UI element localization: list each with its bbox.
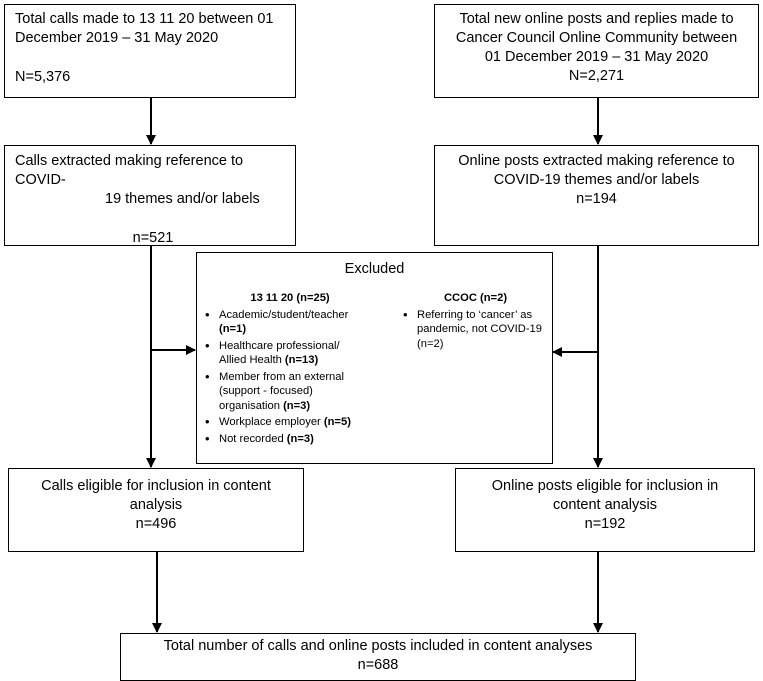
right-box2-line2: COVID-19 themes and/or labels: [493, 172, 700, 188]
excluded-col-13-11-20: 13 11 20 (n=25) Academic/student/teacher…: [205, 291, 395, 448]
excluded-item-text: Member from an external: [219, 370, 344, 383]
left-box2-line1: Calls extracted making reference to COVI…: [15, 153, 244, 188]
excluded-item-cancer-pandemic: Referring to ‘cancer’ as pandemic, not C…: [403, 308, 548, 352]
left-box1-count: N=5,376: [15, 69, 71, 85]
excluded-item-text: Academic/student/teacher: [219, 308, 349, 321]
excluded-item-count: (n=3): [283, 399, 311, 412]
right-box3-line2: content analysis: [553, 497, 657, 513]
left-box1-line2: December 2019 – 31 May 2020: [15, 30, 219, 46]
excluded-item-text: Healthcare professional/: [219, 339, 340, 352]
excluded-item-external-org: Member from an external (support - focus…: [205, 370, 395, 414]
right-box-extracted: Online posts extracted making reference …: [434, 145, 759, 246]
total-count: n=688: [357, 657, 399, 673]
total-line1: Total number of calls and online posts i…: [163, 638, 593, 654]
left-box1-line1: Total calls made to 13 11 20 between 01: [15, 11, 274, 27]
right-box1-line1: Total new online posts and replies made …: [459, 11, 734, 27]
excluded-title: Excluded: [344, 261, 405, 277]
excluded-item-not-recorded: Not recorded (n=3): [205, 432, 395, 447]
excluded-item-count: (n=13): [284, 354, 319, 366]
excluded-item-count: (n=1): [219, 323, 247, 335]
excluded-item-text: Workplace employer (n=5): [219, 416, 351, 428]
left-box-eligible: Calls eligible for inclusion in content …: [8, 468, 304, 552]
left-box-total-calls: Total calls made to 13 11 20 between 01 …: [4, 4, 296, 98]
flow-arrows: [146, 97, 603, 633]
excluded-col2-heading: CCOC (n=2): [443, 292, 508, 304]
excluded-item-text: Not recorded (n=3): [219, 432, 314, 445]
excluded-item-count: (n=5): [323, 416, 351, 428]
excluded-col2-list: Referring to ‘cancer’ as pandemic, not C…: [403, 308, 548, 352]
left-box2-count: n=521: [132, 230, 174, 246]
excluded-item-count: (n=3): [286, 432, 314, 445]
excluded-item-text: (support - focused): [219, 385, 313, 397]
excluded-item-workplace: Workplace employer (n=5): [205, 415, 395, 430]
right-box-total-posts: Total new online posts and replies made …: [434, 4, 759, 98]
left-box2-line2: 19 themes and/or labels: [105, 191, 260, 207]
excluded-item-text: organisation (n=3): [219, 399, 311, 412]
left-box3-line2: analysis: [129, 497, 183, 513]
left-box-extracted: Calls extracted making reference to COVI…: [4, 145, 296, 246]
right-box2-count: n=194: [576, 191, 617, 207]
right-box3-count: n=192: [584, 516, 626, 532]
excluded-item-text: pandemic, not COVID-19: [417, 323, 542, 335]
excluded-col-ccoc: CCOC (n=2) Referring to ‘cancer’ as pand…: [403, 291, 548, 353]
right-box1-count: N=2,271: [568, 68, 625, 84]
excluded-col1-list: Academic/student/teacher (n=1) Healthcar…: [205, 308, 395, 447]
excluded-item-academic: Academic/student/teacher (n=1): [205, 308, 395, 337]
right-box1-line2: Cancer Council Online Community between: [455, 30, 738, 46]
total-box: Total number of calls and online posts i…: [120, 633, 636, 681]
left-box3-count: n=496: [135, 516, 177, 532]
excluded-item-text: Allied Health (n=13): [219, 354, 319, 366]
right-box2-line1: Online posts extracted making reference …: [458, 153, 735, 169]
excluded-item-healthcare: Healthcare professional/ Allied Health (…: [205, 339, 395, 368]
left-box3-line1: Calls eligible for inclusion in content: [41, 478, 271, 494]
right-box-eligible: Online posts eligible for inclusion in c…: [455, 468, 755, 552]
right-box1-line3: 01 December 2019 – 31 May 2020: [484, 49, 709, 65]
right-box3-line1: Online posts eligible for inclusion in: [491, 478, 719, 494]
excluded-item-text: Referring to ‘cancer’ as: [417, 308, 533, 321]
excluded-col1-heading: 13 11 20 (n=25): [250, 292, 330, 304]
excluded-box: Excluded 13 11 20 (n=25) Academic/studen…: [196, 252, 553, 464]
excluded-item-text: (n=2): [417, 337, 444, 350]
